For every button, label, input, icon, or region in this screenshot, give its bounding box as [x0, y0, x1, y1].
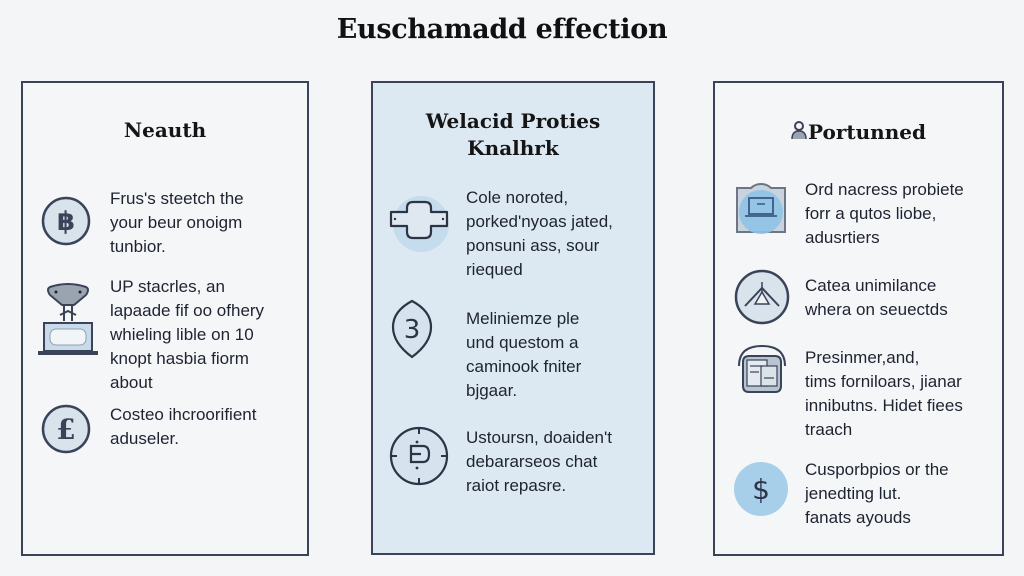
dollar-coin-icon: $ — [733, 461, 789, 517]
item-text: Frus's steetch the your beur onoigm tunb… — [110, 189, 244, 256]
laptop-funnel-icon — [36, 281, 100, 361]
plus-bandage-icon — [385, 194, 451, 254]
item-text: Ustoursn, doaiden't debararseos chat rai… — [466, 428, 612, 495]
panel-title: Welacid Proties Knalhrk — [425, 109, 601, 160]
item-text: Cusporbpios or the jenedting lut. fanats… — [805, 460, 949, 527]
panel-title: Neauth — [123, 118, 207, 142]
documents-icon — [733, 342, 791, 398]
mountain-tent-icon — [733, 268, 791, 326]
people-icon — [791, 120, 807, 145]
item-text: Cole noroted, porked'nyoas jated, ponsun… — [466, 188, 613, 279]
panel-welacid-proties: Welacid Proties Knalhrk Cole noroted, po… — [371, 81, 655, 555]
pound-coin-icon: £ — [40, 403, 92, 455]
panel-neauth: Neauth ฿ Frus's steetch the your beur on… — [21, 81, 309, 556]
compass-target-icon — [387, 424, 451, 488]
item-text: Meliniemze ple und questom a caminook fn… — [466, 309, 582, 400]
item-text: Presinmer,and, tims forniloars, jianar i… — [805, 348, 963, 439]
shield-three-icon: 3 — [387, 297, 437, 363]
item-text: Costeo ihcroorifient aduseler. — [110, 405, 257, 448]
svg-text:3: 3 — [404, 315, 421, 345]
monitor-icon — [733, 182, 789, 238]
item-text: Catea unimilance whera on seuectds — [805, 276, 948, 319]
panel-title-row: Portunned — [715, 119, 1002, 146]
svg-text:$: $ — [752, 473, 770, 506]
page-title: Euschamadd effection — [336, 14, 668, 45]
panel-title: Portunned — [808, 120, 926, 144]
svg-text:£: £ — [56, 413, 75, 446]
bitcoin-coin-icon: ฿ — [40, 195, 92, 247]
item-text: Ord nacress probiete forr a qutos liobe,… — [805, 180, 964, 247]
panel-portunned: Portunned Ord nacress probiete forr a qu… — [713, 81, 1004, 556]
item-text: UP stacrles, an lapaade fif oo ofhery wh… — [110, 277, 265, 392]
svg-text:฿: ฿ — [57, 207, 75, 237]
